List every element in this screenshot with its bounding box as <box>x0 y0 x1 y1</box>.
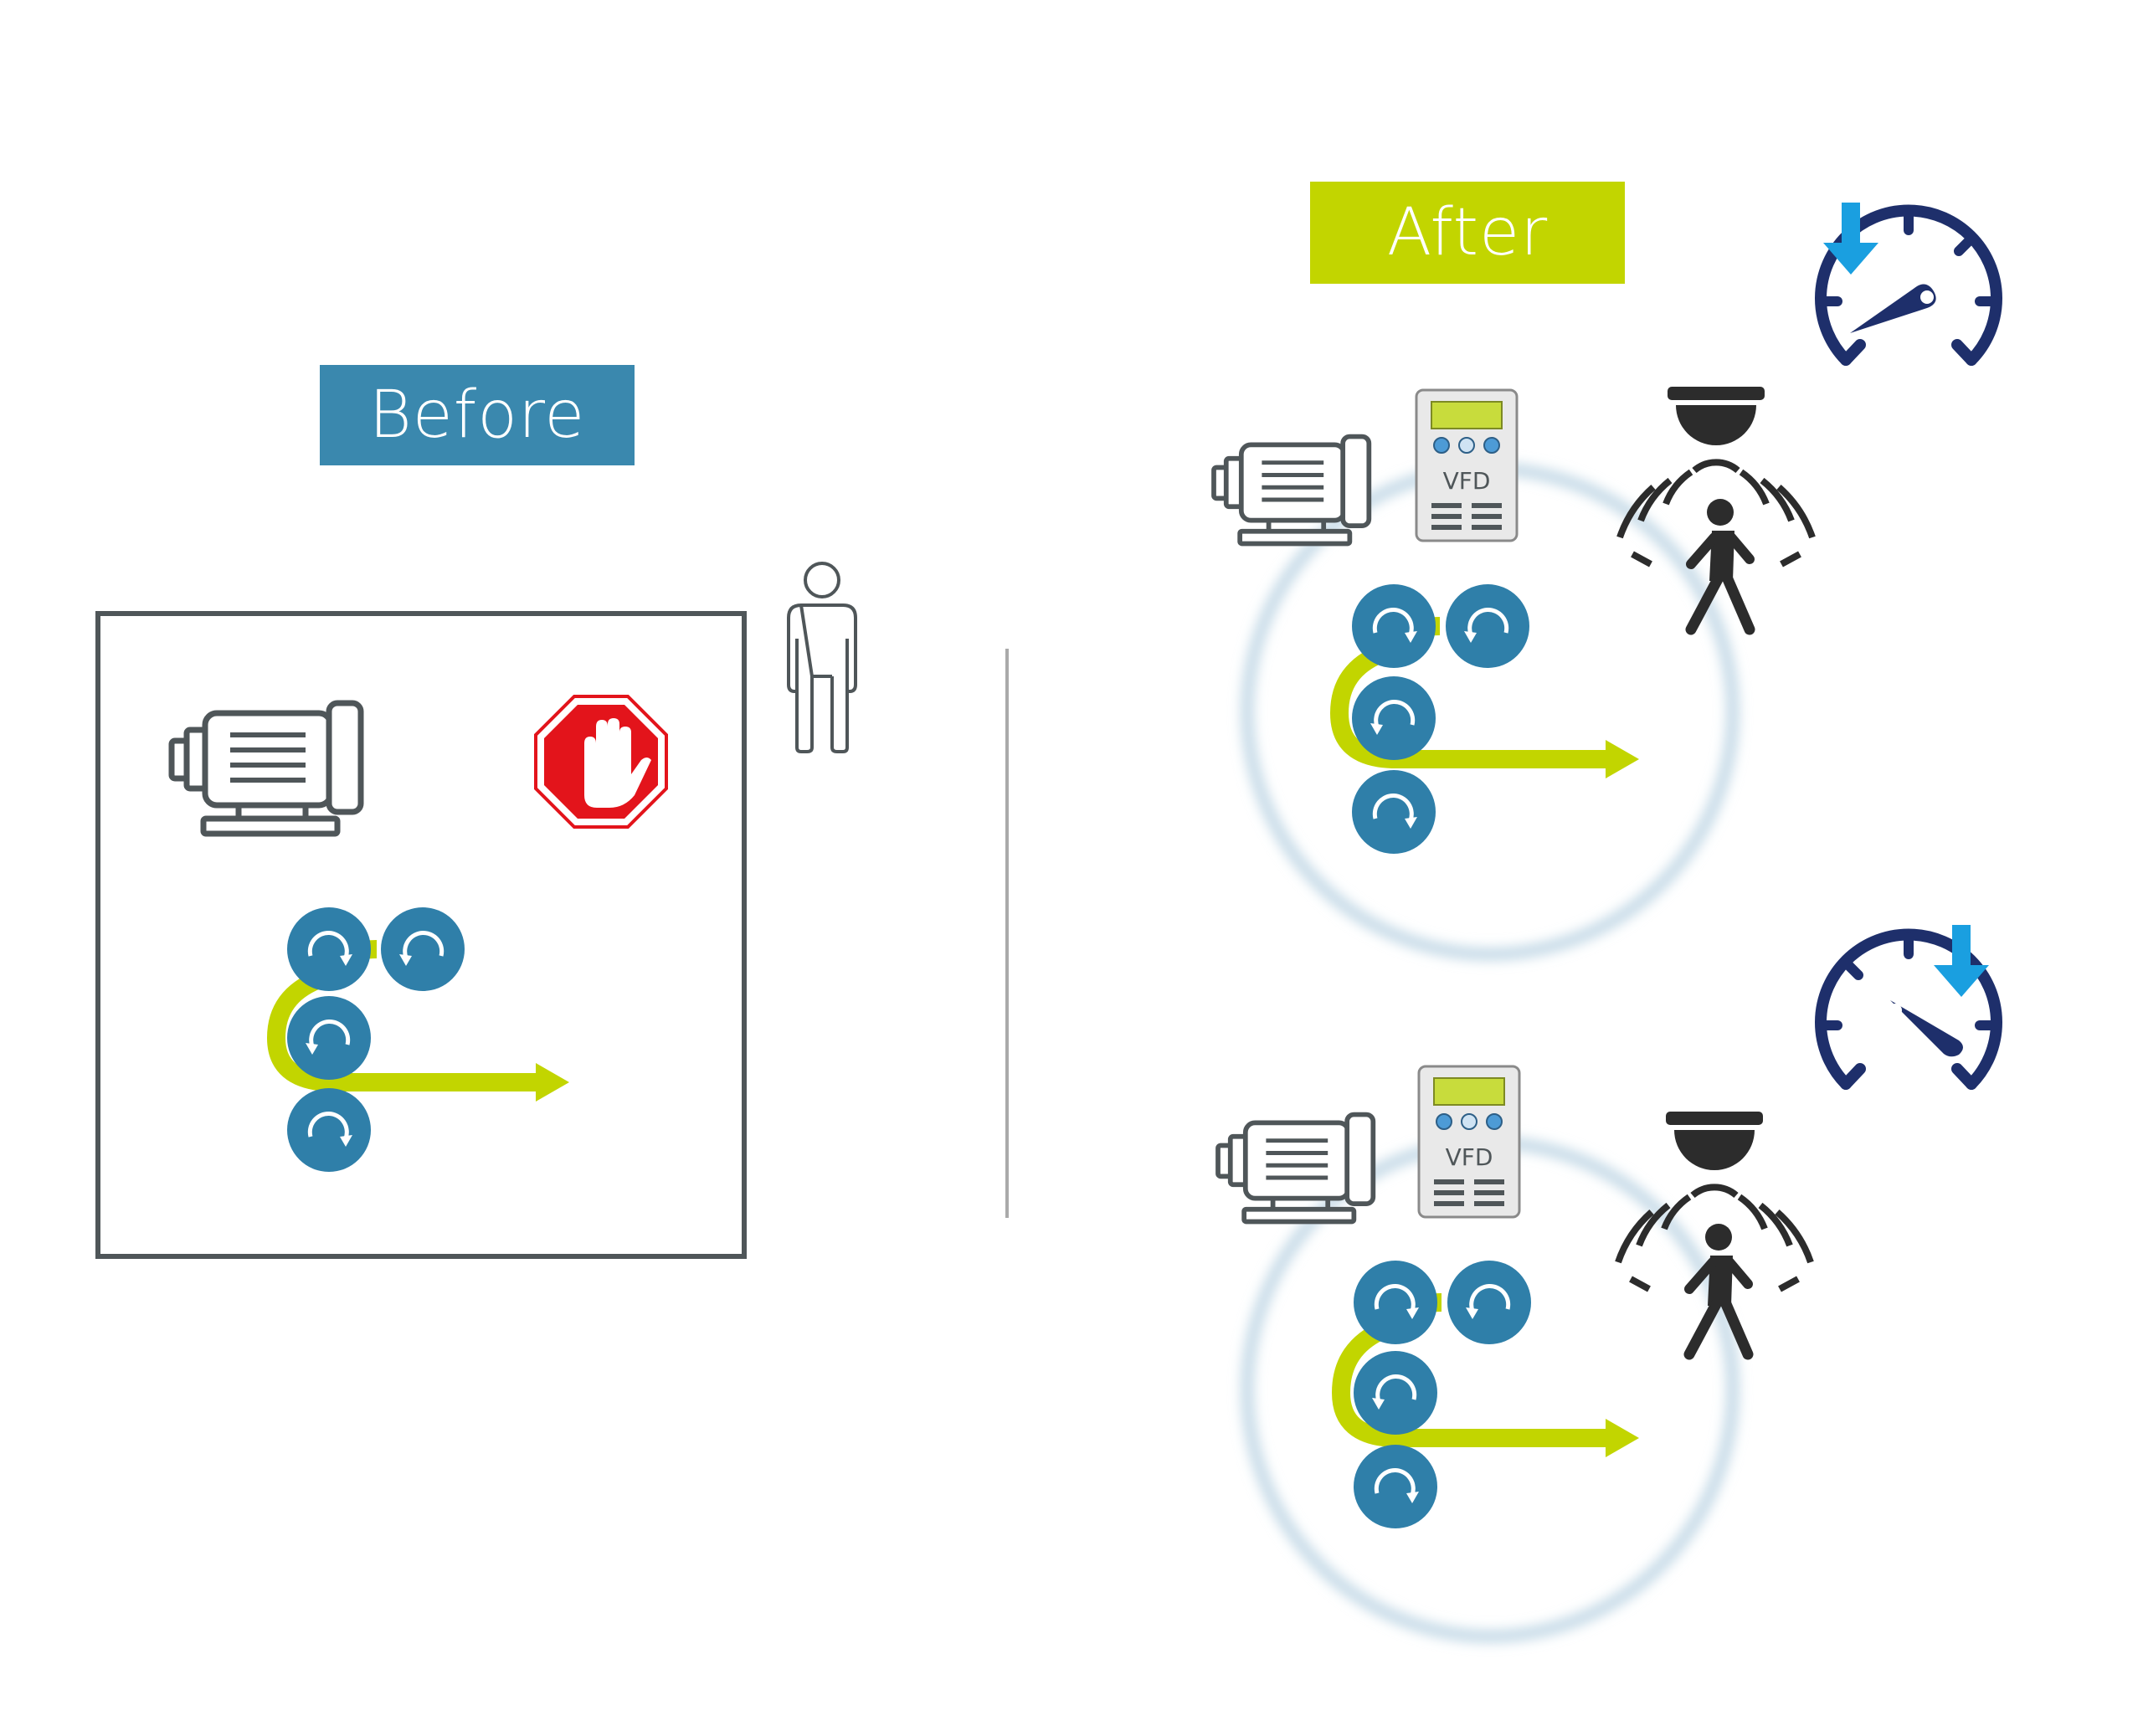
vfd-icon: VFD <box>1417 1065 1521 1219</box>
roller <box>287 996 371 1080</box>
motor-icon <box>1218 1115 1373 1222</box>
after-top-section: VFD <box>1214 203 1997 961</box>
roller <box>1352 676 1436 760</box>
speed-gauge-icon <box>1821 925 1997 1084</box>
after-bottom-section: VFD <box>1218 925 1997 1643</box>
motor-icon <box>172 703 361 834</box>
before-section <box>95 562 857 1259</box>
roller <box>381 907 465 991</box>
roller-group <box>1354 1261 1531 1528</box>
roller <box>1352 770 1436 854</box>
roller <box>1354 1351 1437 1435</box>
down-arrow-icon <box>1934 925 1989 997</box>
person-outline-icon <box>787 562 857 753</box>
speed-gauge-icon <box>1821 203 1997 360</box>
stop-hand-icon <box>534 695 668 829</box>
vfd-label: VFD <box>1446 1143 1493 1171</box>
roller <box>287 1088 371 1172</box>
vfd-icon: VFD <box>1415 388 1519 542</box>
before-label: Before <box>320 365 635 465</box>
down-arrow-icon <box>1823 203 1878 275</box>
roller <box>1354 1261 1437 1344</box>
presence-sensor-icon <box>1618 1112 1811 1354</box>
roller <box>1352 584 1436 668</box>
roller <box>287 907 371 991</box>
vfd-label: VFD <box>1443 467 1491 495</box>
gauge-needle <box>1890 1000 1963 1057</box>
roller <box>1447 1261 1531 1344</box>
gauge-needle <box>1850 284 1936 333</box>
roller <box>1354 1445 1437 1528</box>
roller <box>1446 584 1529 668</box>
motor-icon <box>1214 437 1369 544</box>
presence-sensor-icon <box>1620 387 1812 629</box>
after-label: After <box>1310 182 1625 284</box>
safety-enclosure <box>95 611 747 1259</box>
roller-group <box>1352 584 1529 854</box>
